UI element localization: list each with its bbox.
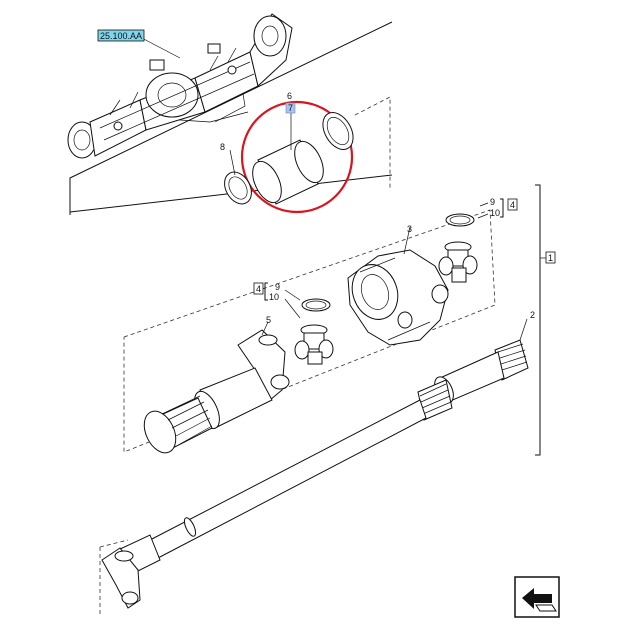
- callout-2: 2: [530, 310, 535, 320]
- callout-4-left: 4: [256, 284, 261, 294]
- callout-7-selected[interactable]: 7: [285, 102, 296, 114]
- callout-6: 6: [287, 91, 292, 101]
- back-arrow-button[interactable]: [514, 576, 560, 618]
- callout-7: 7: [288, 103, 293, 113]
- highlight-group: 6 7 8: [219, 91, 360, 214]
- carrier-part-3[interactable]: [345, 249, 449, 346]
- callout-3: 3: [407, 224, 412, 234]
- seal-ring-part-8[interactable]: [219, 167, 257, 208]
- reference-label: 25.100.AA: [100, 31, 142, 41]
- back-arrow-icon: [522, 588, 557, 612]
- exploded-frames: [99, 96, 496, 615]
- reference-link-25-100-aa[interactable]: 25.100.AA: [97, 29, 145, 42]
- spider-cross-part-10-right[interactable]: [438, 241, 478, 283]
- callout-4-right: 4: [510, 200, 515, 210]
- callout-10-right: 10: [490, 208, 500, 218]
- seal-ring-right[interactable]: [317, 107, 360, 155]
- axle-housing-drawing: [67, 13, 293, 159]
- callout-1: 1: [548, 253, 553, 263]
- highlight-circle: [240, 100, 354, 214]
- axle-overview-inset: 25.100.AA: [67, 13, 393, 215]
- callout-9-right: 9: [490, 197, 495, 207]
- seal-ring-part-9-right[interactable]: [445, 213, 475, 227]
- callout-8: 8: [220, 142, 225, 152]
- axle-shaft-part-2[interactable]: [101, 339, 529, 609]
- callout-10-left: 10: [269, 292, 279, 302]
- callout-9-left: 9: [275, 282, 280, 292]
- bushing-part-7[interactable]: [247, 137, 329, 207]
- callout-5: 5: [266, 315, 271, 325]
- spider-cross-part-10-left[interactable]: [294, 324, 334, 365]
- yoke-shaft-part-5[interactable]: [138, 329, 290, 458]
- seal-ring-part-9-left[interactable]: [301, 298, 331, 312]
- bracket-assembly-1: 1: [535, 184, 556, 456]
